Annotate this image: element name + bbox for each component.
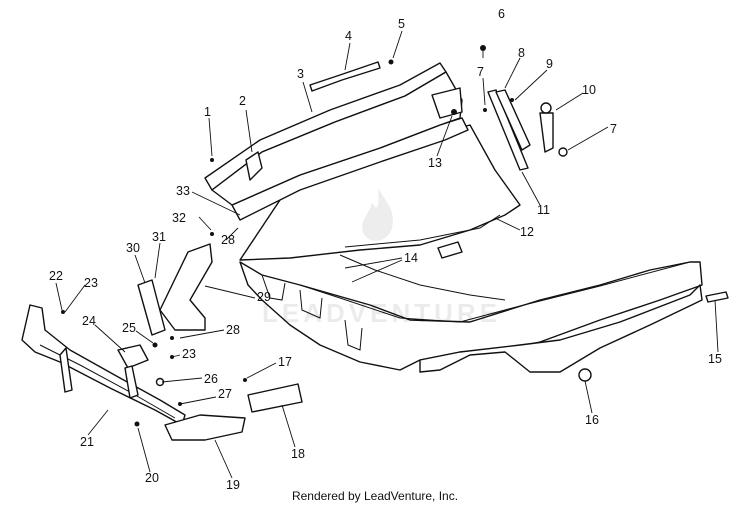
callout-6: 6 xyxy=(498,7,505,21)
callout-8: 8 xyxy=(518,46,525,60)
callout-27: 27 xyxy=(218,387,232,401)
fastener-32 xyxy=(210,232,214,236)
bracket-18 xyxy=(247,383,303,413)
fastener-13 xyxy=(451,109,457,115)
bracket-19 xyxy=(164,414,246,441)
callout-9: 9 xyxy=(546,57,553,71)
watermark-flame-icon xyxy=(362,188,393,241)
callout-17: 17 xyxy=(278,355,292,369)
callout-28b: 28 xyxy=(226,323,240,337)
plug-16 xyxy=(578,368,592,382)
callout-7b: 7 xyxy=(610,122,617,136)
fastener-7a xyxy=(483,108,487,112)
callout-labels: 1 2 3 4 5 6 7 7 8 9 10 11 12 13 14 15 16… xyxy=(49,7,722,492)
bracket-24-leg xyxy=(124,365,139,399)
fastener-20 xyxy=(134,421,140,427)
callout-18: 18 xyxy=(291,447,305,461)
lens-15 xyxy=(705,291,729,303)
fastener-1 xyxy=(210,158,214,162)
inner-edge xyxy=(344,214,501,248)
fastener-28b xyxy=(170,336,174,340)
strap-11 xyxy=(487,89,529,171)
callout-21: 21 xyxy=(80,435,94,449)
callout-7a: 7 xyxy=(477,65,484,79)
callout-32: 32 xyxy=(172,211,186,225)
callout-23b: 23 xyxy=(182,347,196,361)
callout-33: 33 xyxy=(176,184,190,198)
callout-5: 5 xyxy=(398,17,405,31)
recess-left xyxy=(261,274,286,301)
callout-29: 29 xyxy=(257,290,271,304)
bracket-2 xyxy=(245,151,263,181)
callout-22: 22 xyxy=(49,269,63,283)
callout-24: 24 xyxy=(82,314,96,328)
callout-10: 10 xyxy=(582,83,596,97)
callout-15: 15 xyxy=(708,352,722,366)
cap-7b xyxy=(558,147,568,157)
callout-16: 16 xyxy=(585,413,599,427)
callout-13: 13 xyxy=(428,156,442,170)
callout-26: 26 xyxy=(204,372,218,386)
recess-mid xyxy=(299,289,323,319)
callout-25: 25 xyxy=(122,321,136,335)
callout-30: 30 xyxy=(126,241,140,255)
cover-14 xyxy=(437,241,463,259)
bracket-29 xyxy=(159,243,213,331)
callout-14: 14 xyxy=(404,251,418,265)
fastener-25 xyxy=(152,342,158,348)
callout-4: 4 xyxy=(345,29,352,43)
footer-credit: Rendered by LeadVenture, Inc. xyxy=(291,489,459,503)
callout-28a: 28 xyxy=(221,233,235,247)
callout-11: 11 xyxy=(537,203,550,217)
front-lip xyxy=(299,261,691,323)
callout-20: 20 xyxy=(145,471,159,485)
top-strip-4 xyxy=(309,61,381,92)
inner-floor xyxy=(339,254,506,301)
strap-8 xyxy=(495,89,531,151)
fastener-17 xyxy=(243,378,247,382)
lower-skirt xyxy=(419,284,703,373)
fastener-5 xyxy=(388,59,394,65)
callout-19: 19 xyxy=(226,478,240,492)
callout-1: 1 xyxy=(204,105,211,119)
watermark-text: LEADVENTURE xyxy=(262,298,502,328)
recess-right xyxy=(344,319,363,351)
knob-10 xyxy=(540,102,552,114)
frame-leg xyxy=(59,347,73,393)
callout-2: 2 xyxy=(239,94,246,108)
callout-3: 3 xyxy=(297,67,304,81)
bracket-30 xyxy=(137,279,166,336)
leader-lines xyxy=(55,30,719,479)
rod-10 xyxy=(539,112,554,153)
callout-12: 12 xyxy=(520,225,534,239)
callout-31: 31 xyxy=(152,230,166,244)
bracket-24 xyxy=(117,344,149,369)
fastener-9 xyxy=(510,98,514,102)
fastener-22 xyxy=(61,310,65,314)
callout-23a: 23 xyxy=(84,276,98,290)
